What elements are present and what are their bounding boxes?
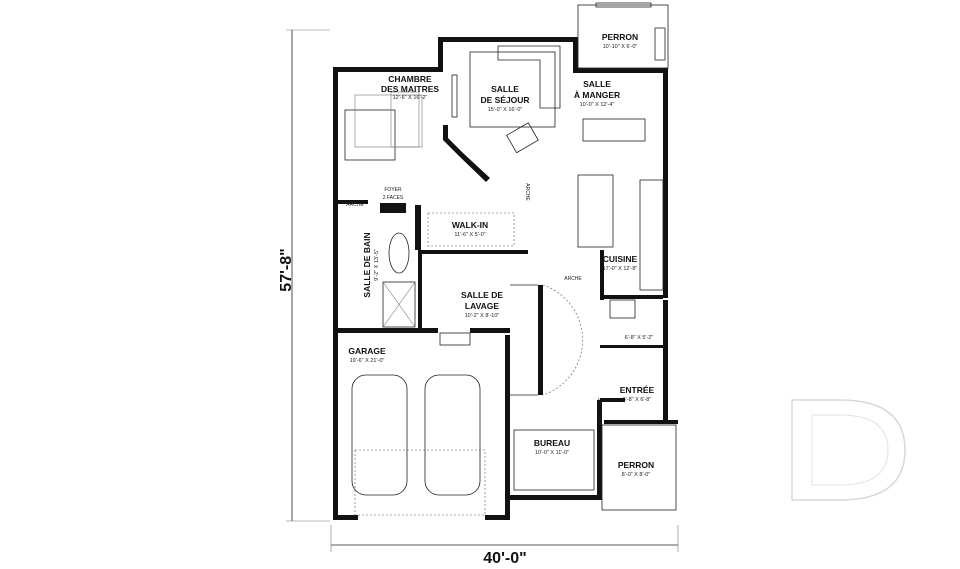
logo-d: [791, 399, 906, 501]
svg-text:19'-6" X 21'-0": 19'-6" X 21'-0": [350, 358, 385, 364]
svg-text:2 FACES: 2 FACES: [383, 195, 404, 201]
svg-text:10'-0" X 12'-4": 10'-0" X 12'-4": [580, 102, 615, 108]
room-salle-a-manger: SALLE À MANGER 10'-0" X 12'-4": [574, 79, 620, 108]
svg-text:17'-0" X 12'-8": 17'-0" X 12'-8": [603, 266, 638, 272]
arche-label: ARCHE: [524, 183, 530, 201]
svg-text:9'-2" X 13'-5": 9'-2" X 13'-5": [374, 249, 380, 281]
room-cuisine: CUISINE 17'-0" X 12'-8": [603, 254, 638, 272]
svg-text:CUISINE: CUISINE: [603, 254, 638, 264]
svg-text:BUREAU: BUREAU: [534, 438, 570, 448]
svg-text:12'-6" X 16'-2": 12'-6" X 16'-2": [393, 95, 428, 101]
svg-text:10'-0" X 11'-0": 10'-0" X 11'-0": [535, 450, 569, 456]
room-perron-rear: PERRON 10'-10" X 6'-0": [602, 32, 638, 50]
tablettes-label: TABLETTES: [598, 397, 604, 426]
walls: [333, 37, 678, 520]
room-salle-de-lavage: SALLE DE LAVAGE 10'-2" X 8'-10": [461, 290, 503, 319]
svg-text:LAVAGE: LAVAGE: [465, 301, 499, 311]
foyer-label: FOYER 2 FACES: [380, 187, 406, 213]
arche-label: ARCHE: [564, 276, 582, 282]
svg-text:GARAGE: GARAGE: [348, 346, 386, 356]
svg-text:PERRON: PERRON: [602, 32, 638, 42]
arche-label: ARCHE: [346, 202, 364, 208]
svg-text:WALK-IN: WALK-IN: [452, 220, 488, 230]
svg-text:6'-8" X 6'-8": 6'-8" X 6'-8": [623, 397, 652, 403]
room-salle-de-bain: SALLE DE BAIN 9'-2" X 13'-5": [362, 232, 380, 297]
furniture: [344, 45, 677, 516]
svg-text:À MANGER: À MANGER: [574, 90, 620, 100]
svg-text:10'-2" X 8'-10": 10'-2" X 8'-10": [465, 313, 500, 319]
room-chambre: CHAMBRE DES MAITRES 12'-6" X 16'-2": [381, 74, 439, 101]
rear-porch: [577, 2, 669, 69]
svg-text:SALLE DE: SALLE DE: [461, 290, 503, 300]
svg-text:ENTRÉE: ENTRÉE: [620, 385, 655, 395]
svg-text:8'-0" X 8'-0": 8'-0" X 8'-0": [622, 472, 651, 478]
svg-text:15'-0" X 16'-0": 15'-0" X 16'-0": [488, 107, 523, 113]
powder-room-dims: 6'-8" X 5'-2": [625, 335, 654, 341]
svg-text:10'-10" X 6'-0": 10'-10" X 6'-0": [603, 44, 638, 50]
depth-dimension: 57'-8": [278, 29, 330, 522]
svg-text:DES MAITRES: DES MAITRES: [381, 84, 439, 94]
svg-text:CHAMBRE: CHAMBRE: [388, 74, 432, 84]
room-entree: ENTRÉE 6'-8" X 6'-8": [620, 385, 655, 403]
room-perron-front: PERRON 8'-0" X 8'-0": [618, 460, 654, 478]
room-sejour: SALLE DE SÉJOUR 15'-0" X 16'-0": [480, 84, 529, 113]
depth-label: 57'-8": [278, 248, 295, 291]
room-garage: GARAGE 19'-6" X 21'-0": [348, 346, 386, 364]
svg-text:SALLE: SALLE: [583, 79, 611, 89]
width-label: 40'-0": [483, 550, 526, 567]
svg-text:SALLE: SALLE: [491, 84, 519, 94]
svg-text:DE SÉJOUR: DE SÉJOUR: [480, 95, 529, 105]
width-dimension: 40'-0": [330, 525, 679, 567]
svg-text:PERRON: PERRON: [618, 460, 654, 470]
svg-text:11'-6" X 5'-0": 11'-6" X 5'-0": [454, 232, 485, 238]
svg-text:FOYER: FOYER: [384, 187, 402, 193]
svg-text:SALLE DE BAIN: SALLE DE BAIN: [362, 232, 372, 297]
room-walk-in: WALK-IN 11'-6" X 5'-0": [452, 220, 488, 238]
room-bureau: BUREAU 10'-0" X 11'-0": [534, 438, 570, 456]
